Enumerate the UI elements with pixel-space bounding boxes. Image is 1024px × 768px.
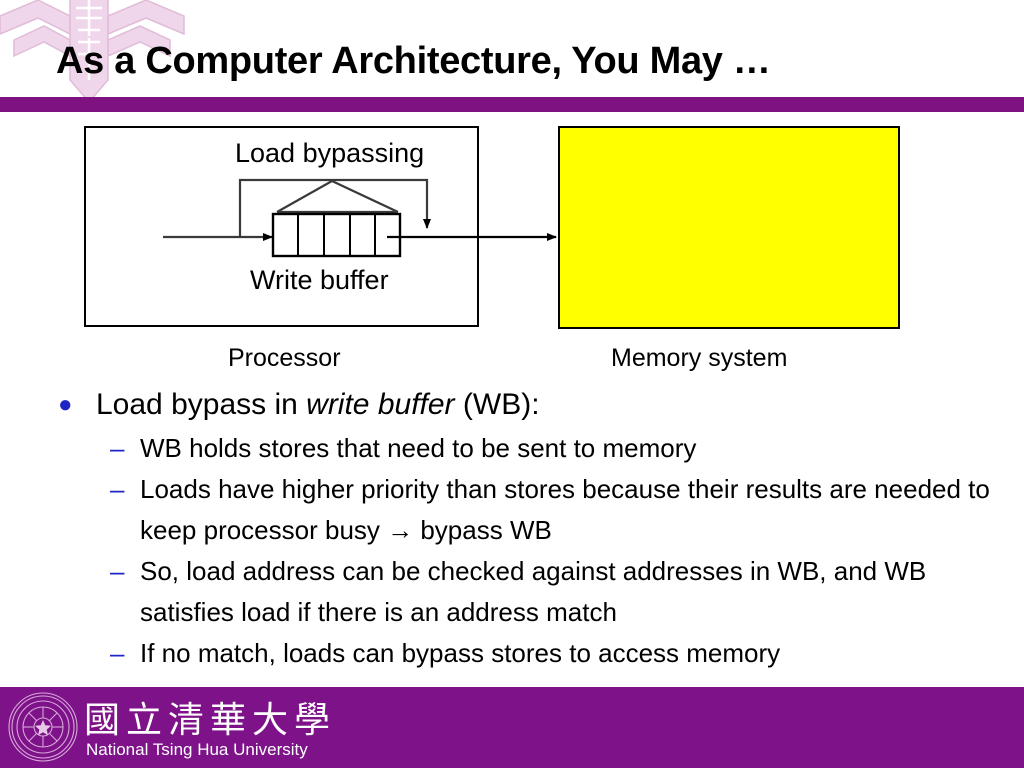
bullet-text-segment-italic: write buffer — [306, 388, 455, 421]
processor-box — [84, 126, 479, 327]
slide-footer: 國立清華大學 National Tsing Hua University — [0, 687, 1024, 768]
processor-label: Processor — [228, 344, 341, 372]
nthu-seal-icon — [6, 690, 80, 764]
bullet-text-no-match: If no match, loads can bypass stores to … — [140, 638, 781, 668]
footer-university-name-chinese: 國立清華大學 — [84, 700, 337, 741]
write-buffer-cells — [271, 212, 402, 258]
bullet-level1-load-bypass: ● Load bypass in write buffer (WB): — [0, 384, 1024, 426]
write-buffer-mux-roof — [276, 179, 399, 213]
bullet-marker-dash-4: – — [110, 638, 125, 668]
bullet-marker-dot: ● — [58, 391, 73, 418]
bullet-level2-wb-holds-stores: – WB holds stores that need to be sent t… — [0, 428, 1024, 469]
bullet-text-loads-priority: Loads have higher priority than stores b… — [140, 474, 990, 545]
bullet-marker-dash-1: – — [110, 433, 125, 463]
load-bypassing-label: Load bypassing — [235, 138, 425, 168]
slide-title: As a Computer Architecture, You May … — [56, 40, 771, 82]
bullet-marker-dash-2: – — [110, 474, 125, 504]
diagram-wires — [163, 178, 557, 258]
write-buffer-outline — [271, 212, 402, 258]
bullet-text-segment-3: (WB): — [454, 388, 540, 421]
bullet-text-segment-1: Load bypass in — [96, 388, 307, 421]
memory-system-label: Memory system — [611, 344, 788, 372]
bullet-level2-loads-priority: – Loads have higher priority than stores… — [0, 469, 1024, 551]
bullet-list: ● Load bypass in write buffer (WB): – WB… — [0, 384, 1024, 674]
write-buffer-diagram: Load bypassing Write buffer Processor Me… — [84, 126, 900, 372]
bullet-text-wb-holds-stores: WB holds stores that need to be sent to … — [140, 433, 697, 463]
memory-system-box — [558, 126, 900, 329]
bullet-marker-dash-3: – — [110, 556, 125, 586]
bullet-level2-address-check: – So, load address can be checked agains… — [0, 551, 1024, 633]
footer-university-name-english: National Tsing Hua University — [86, 740, 308, 759]
load-bypass-wire — [238, 178, 431, 237]
bullet-text-address-check: So, load address can be checked against … — [140, 556, 927, 627]
write-buffer-label: Write buffer — [250, 265, 389, 295]
title-underline-rule — [0, 97, 1024, 112]
bullet-level2-no-match: – If no match, loads can bypass stores t… — [0, 633, 1024, 674]
